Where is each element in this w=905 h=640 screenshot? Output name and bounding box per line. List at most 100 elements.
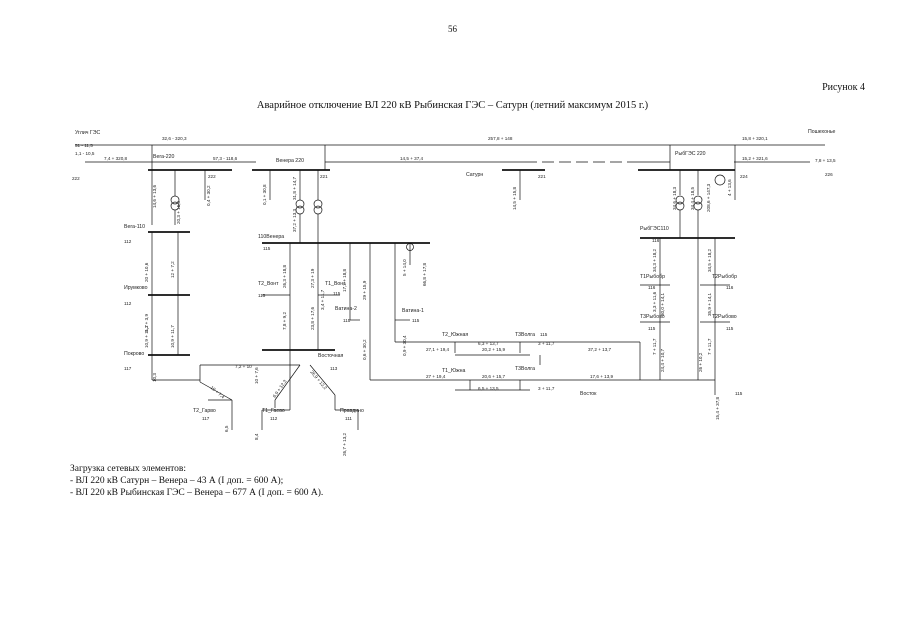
notes-item: - ВЛ 220 кВ Сатурн – Венера – 43 А (I до… <box>70 476 284 486</box>
flow-label: 5,2 + 3,9 <box>144 314 149 332</box>
flow-label: 7,8 + 9,2 <box>282 312 287 330</box>
bus-number: 224 <box>740 174 748 179</box>
flow-label: 20 + 10,6 <box>144 262 149 282</box>
bus-label: Т1_Южна <box>442 368 466 374</box>
notes-heading: Загрузка сетевых элементов: <box>70 464 187 474</box>
bus-number: 115 <box>540 332 548 337</box>
flow-label: 26,3 + 18,8 <box>282 264 287 288</box>
bus-label: Ватина-1 <box>402 308 424 314</box>
flow-label: 5 + 14,0 <box>402 259 407 276</box>
bus-label: Венера 220 <box>276 158 304 164</box>
flow-label: 3 + 11,7 <box>538 341 555 346</box>
load-notes: Загрузка сетевых элементов: - ВЛ 220 кВ … <box>70 463 323 499</box>
flow-label: 15,2 + 321,6 <box>742 156 768 161</box>
flow-label: 0,9 + 30,4 <box>402 335 407 356</box>
bus-number: 111 <box>345 416 352 421</box>
flow-label: 0,4 + 30,2 <box>206 185 211 206</box>
flow-label: 34,5 + 18,2 <box>707 248 712 272</box>
flow-label: 7 + 11,7 <box>707 338 712 355</box>
flow-label: 14,5 + 15,8 <box>512 186 517 210</box>
flow-label: 7 + 11,7 <box>652 338 657 355</box>
flow-label: 1,1 - 10,5 <box>75 151 95 156</box>
bus-label: Пошехонье <box>808 129 836 135</box>
flow-label: 17,6 + 13,9 <box>590 374 614 379</box>
bus-label: Т2_Вонт <box>258 281 279 287</box>
bus-label: Т1_Гаево <box>262 408 285 414</box>
bus-number: 221 <box>538 174 546 179</box>
bus-number: 112 <box>124 301 132 306</box>
bus-number: 221 <box>320 174 328 179</box>
bus-label: Сатурн <box>466 172 483 178</box>
flow-label: 6,5 + 13,5 <box>478 386 499 391</box>
flow-label: 35,9 + 14,1 <box>707 292 712 316</box>
bus-label: Т2_Гарво <box>193 408 216 414</box>
bus-number: 116 <box>726 285 734 290</box>
flow-label: 7,8 + 13,5 <box>815 158 836 163</box>
bus-label: Т3Рыбово <box>640 314 665 320</box>
flow-label: 10,9 + 11,7 <box>170 325 175 348</box>
flow-label: 32,6 - 320,3 <box>162 136 187 141</box>
bus-label: Восточная <box>318 353 343 359</box>
flow-label: 51 - 11,5 <box>75 143 93 148</box>
bus-number: 115 <box>258 293 266 298</box>
flow-label: 14,6 + 13,6 <box>152 184 157 208</box>
bus-label: Углич ГЭС <box>75 130 100 136</box>
flow-label: 7,4 + 320,8 <box>104 156 128 161</box>
flow-label: 31,8 + 14,7 <box>292 176 297 200</box>
bus-number: 112 <box>124 239 132 244</box>
flow-label: 37,2 + 13,7 <box>588 347 612 352</box>
flow-label: 3,4 + 11,7 <box>320 289 325 310</box>
flow-label: 37,2 + 13,3 <box>292 208 297 232</box>
flow-label: 30,0 + 14,1 <box>660 292 665 316</box>
bus-label: Ватина-2 <box>335 306 357 312</box>
flow-label: 66,8 + 17,8 <box>422 262 427 286</box>
bus-label: Т2Рыбобр <box>712 274 737 280</box>
page-number: 56 <box>448 24 457 34</box>
bus-label: Т1Рыбобр <box>640 274 665 280</box>
flow-label: 26,9 + 12,2 <box>309 369 328 390</box>
flow-label: 7,2 + 10 <box>235 364 252 369</box>
bus-label: Т1_Вонт <box>325 281 346 287</box>
flow-label: 257,8 + 148 <box>488 136 513 141</box>
bus-label: Вега-110 <box>124 224 145 230</box>
flow-label: 34,6 + 18,3 <box>672 186 677 210</box>
flow-label: 3,3 + 11,6 <box>652 291 657 312</box>
bus-label: Восток <box>580 391 597 397</box>
bus-label: Покрово <box>124 351 144 357</box>
flow-label: 3 + 11,7 <box>538 386 555 391</box>
bus-number: 116 <box>652 238 660 243</box>
flow-label: 6,5 <box>224 425 229 432</box>
flow-label: 12 + 7,2 <box>170 261 175 278</box>
flow-label: 10 + 7,6 <box>254 367 259 384</box>
bus-number: 117 <box>124 366 132 371</box>
flow-label: 27,3 + 19 <box>310 268 315 288</box>
bus-number: 115 <box>412 318 420 323</box>
bus-number: 115 <box>333 291 341 296</box>
bus-number: 115 <box>263 246 271 251</box>
bus-number: 222 <box>208 174 216 179</box>
bus-number: 226 <box>825 172 833 177</box>
flow-label: 20,6 + 15,7 <box>482 374 506 379</box>
bus-number: 222 <box>72 176 80 181</box>
bus-number: 117 <box>202 416 210 421</box>
bus-label: Т2Рыбово <box>712 314 737 320</box>
notes-item: - ВЛ 220 кВ Рыбинская ГЭС – Венера – 677… <box>70 488 324 498</box>
flow-label: 10,9 + 11,7 <box>144 325 149 348</box>
bus-label: Правдино <box>340 408 364 414</box>
flow-label: 14,5 + 37,4 <box>400 156 424 161</box>
flow-label: 4 + 13,6 <box>727 179 732 196</box>
flow-label: 24,4 + 10,7 <box>660 348 665 372</box>
flow-label: 20,2 + 15,9 <box>482 347 506 352</box>
flow-label: 26,7 + 13,2 <box>342 432 347 456</box>
flow-label: 6,3 + 13,7 <box>478 341 499 346</box>
flow-label: 208,6 + 147,3 <box>706 183 711 212</box>
flow-label: 34,3 + 18,2 <box>652 248 657 272</box>
vertical-flow-labels: 14,6 + 13,6 20,3 + 15,8 0,4 + 30,2 0,1 +… <box>144 176 732 456</box>
flow-label: 57,3 - 118,6 <box>213 156 238 161</box>
flow-label: 17,2 + 18,8 <box>342 268 347 292</box>
flow-label: 27 + 19,4 <box>426 374 446 379</box>
flow-label: 10 + 7,4 <box>209 385 225 400</box>
flow-label: 0,1 + 30,8 <box>262 184 267 205</box>
bus-number: 116 <box>648 285 656 290</box>
